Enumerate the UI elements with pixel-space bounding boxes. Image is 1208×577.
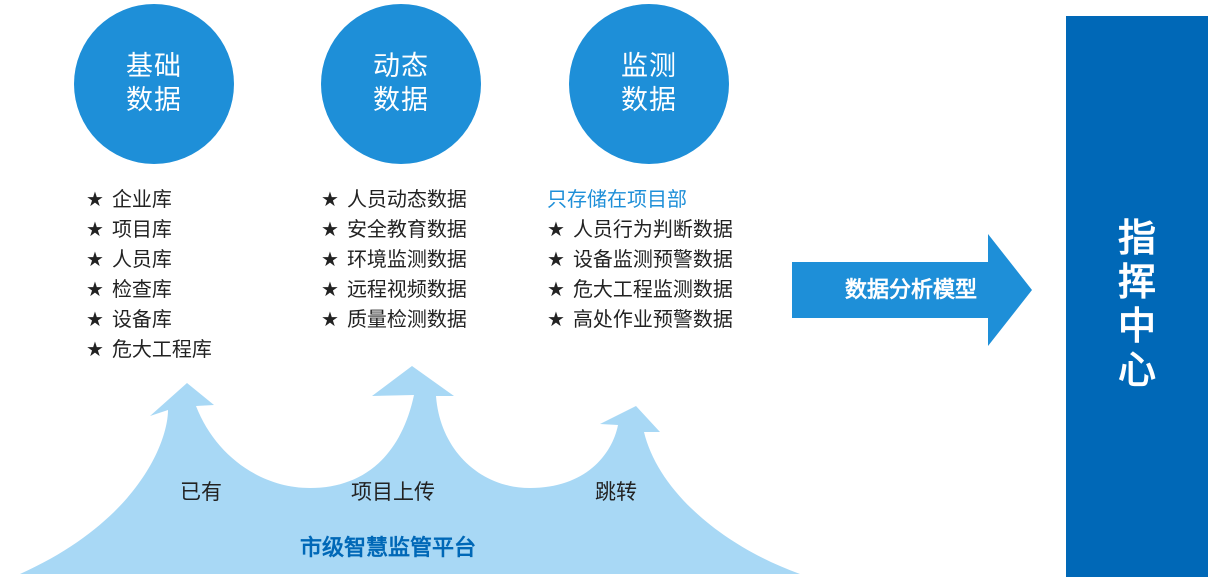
star-icon: ★ [86, 217, 104, 241]
flow-arrows [20, 366, 800, 574]
flow-label-existing: 已有 [180, 480, 222, 504]
list-item: ★危大工程监测数据 [547, 277, 733, 301]
circle-title-line1: 监测 [621, 51, 677, 82]
flow-label-redirect: 跳转 [595, 480, 637, 504]
list-item: ★安全教育数据 [321, 217, 467, 241]
circle-title-line1: 动态 [373, 51, 429, 82]
star-icon: ★ [321, 187, 339, 211]
monitoring-data-list: 只存储在项目部 ★人员行为判断数据 ★设备监测预警数据 ★危大工程监测数据 ★高… [547, 184, 733, 334]
list-item: ★人员动态数据 [321, 187, 467, 211]
basic-data-list: ★企业库 ★项目库 ★人员库 ★检查库 ★设备库 ★危大工程库 [86, 184, 212, 364]
list-item: ★危大工程库 [86, 337, 212, 361]
list-item: ★环境监测数据 [321, 247, 467, 271]
list-item: ★人员库 [86, 247, 172, 271]
list-item: ★项目库 [86, 217, 172, 241]
star-icon: ★ [86, 337, 104, 361]
circle-title-line1: 基础 [126, 51, 182, 82]
list-item: ★质量检测数据 [321, 307, 467, 331]
dynamic-data-list: ★人员动态数据 ★安全教育数据 ★环境监测数据 ★远程视频数据 ★质量检测数据 [321, 184, 467, 334]
flow-label-project-upload: 项目上传 [351, 480, 435, 504]
arrow-right-icon [792, 234, 1032, 346]
circle-title-line2: 数据 [621, 85, 677, 116]
star-icon: ★ [86, 187, 104, 211]
list-item: ★企业库 [86, 187, 172, 211]
category-circle-basic: 基础 数据 [74, 4, 234, 164]
star-icon: ★ [86, 247, 104, 271]
star-icon: ★ [321, 277, 339, 301]
list-item: ★人员行为判断数据 [547, 217, 733, 241]
category-circle-dynamic: 动态 数据 [321, 4, 481, 164]
platform-label: 市级智慧监管平台 [300, 536, 477, 561]
star-icon: ★ [86, 277, 104, 301]
star-icon: ★ [321, 307, 339, 331]
command-center-label: 指挥中心 [1117, 216, 1156, 392]
star-icon: ★ [547, 277, 565, 301]
list-item: ★设备库 [86, 307, 172, 331]
star-icon: ★ [547, 307, 565, 331]
star-icon: ★ [321, 217, 339, 241]
star-icon: ★ [547, 217, 565, 241]
star-icon: ★ [321, 247, 339, 271]
circle-title-line2: 数据 [373, 85, 429, 116]
category-circle-monitoring: 监测 数据 [569, 4, 729, 164]
list-item: ★远程视频数据 [321, 277, 467, 301]
star-icon: ★ [547, 247, 565, 271]
star-icon: ★ [86, 307, 104, 331]
list-item: ★检查库 [86, 277, 172, 301]
command-center-panel: 指挥中心 [1066, 16, 1208, 577]
analysis-model-label: 数据分析模型 [844, 278, 977, 303]
storage-note: 只存储在项目部 [547, 187, 687, 211]
circle-title-line2: 数据 [126, 85, 182, 116]
list-item: ★高处作业预警数据 [547, 307, 733, 331]
list-item: ★设备监测预警数据 [547, 247, 733, 271]
